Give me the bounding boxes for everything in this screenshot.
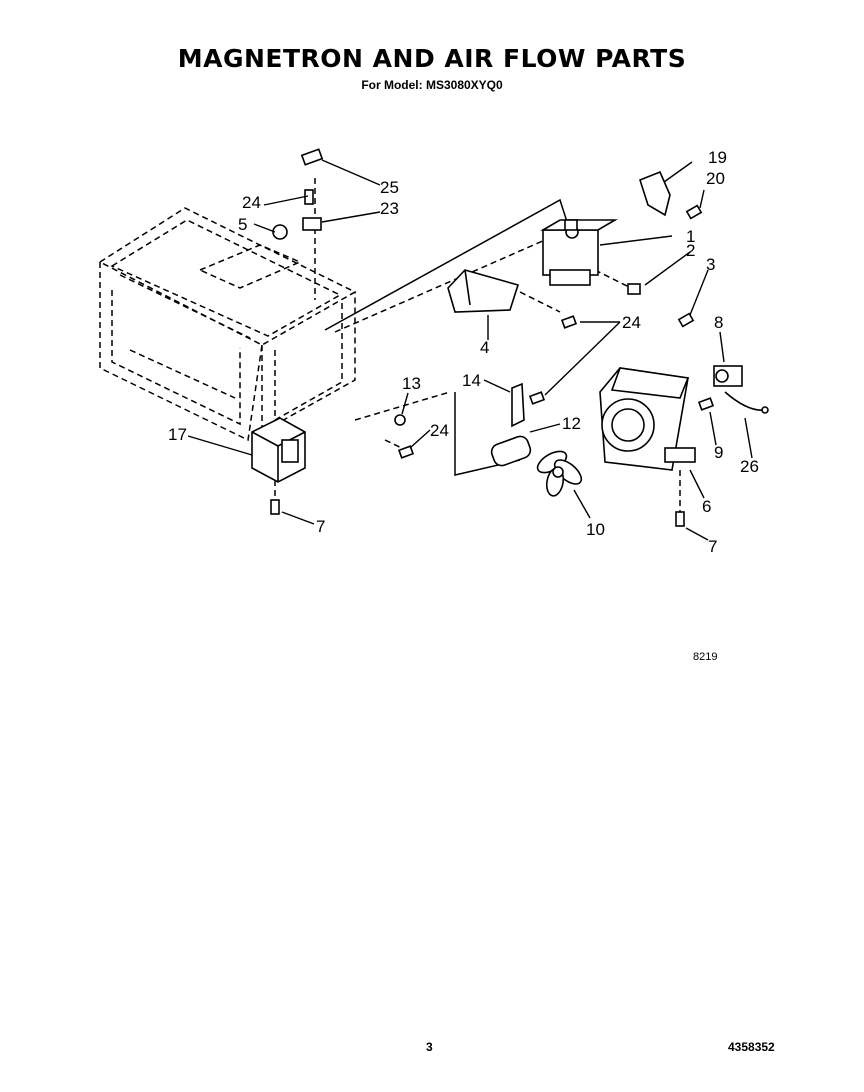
screw-7-a [270,499,280,515]
callout-24-a: 24 [622,313,641,332]
thermal-cutout [627,283,641,295]
callout-arrows [187,159,753,541]
callout-14: 14 [462,371,481,390]
cabinet-outline [98,178,357,442]
callout-2: 2 [686,241,695,260]
screw-7-b [675,511,685,527]
callout-labels: 19 20 25 23 24 5 1 2 3 24 4 8 13 14 24 1… [168,148,759,663]
callout-20: 20 [706,169,725,188]
diode-13 [394,414,406,426]
callout-10: 10 [586,520,605,539]
callout-17: 17 [168,425,187,444]
callout-5: 5 [238,215,247,234]
grommet-5 [272,224,288,240]
callout-4: 4 [480,338,489,357]
screw-25 [300,148,324,166]
screw-24-a [560,315,578,329]
screw-3 [677,312,695,328]
callout-19: 19 [708,148,727,167]
capacitor-12 [490,435,532,467]
page-title: MAGNETRON AND AIR FLOW PARTS [177,44,687,73]
bracket-part [639,170,671,217]
wire-26 [724,391,766,411]
screw-24-b [528,391,546,405]
callout-3: 3 [706,255,715,274]
callout-8: 8 [714,313,723,332]
callout-6: 6 [702,497,711,516]
callout-25: 25 [380,178,399,197]
fan-motor-housing-6 [599,367,696,471]
fan-motor-8 [713,365,743,387]
callout-23: 23 [380,199,399,218]
diagram-code: 8219 [693,651,717,663]
magnetron-part [540,219,618,286]
callout-9: 9 [714,443,723,462]
screw-24-c [397,445,415,459]
callout-7-b: 7 [708,537,717,556]
screw-20 [685,204,703,220]
wire-26-end [761,406,769,414]
transformer-17 [251,417,306,483]
fan-blade-10 [536,450,583,497]
wave-guide-part [447,269,520,313]
callout-24-c: 24 [430,421,449,440]
screw-9 [697,397,715,411]
page-number: 3 [426,1040,433,1054]
model-subtitle: For Model: MS3080XYQ0 [361,78,503,92]
callout-13: 13 [402,374,421,393]
capacitor-bracket-14 [511,382,525,428]
clip-23 [302,217,322,231]
callout-24-top: 24 [242,193,261,212]
callout-12: 12 [562,414,581,433]
callout-1: 1 [686,227,695,246]
callout-26: 26 [740,457,759,476]
document-number: 4358352 [728,1040,775,1054]
callout-7-a: 7 [316,517,325,536]
